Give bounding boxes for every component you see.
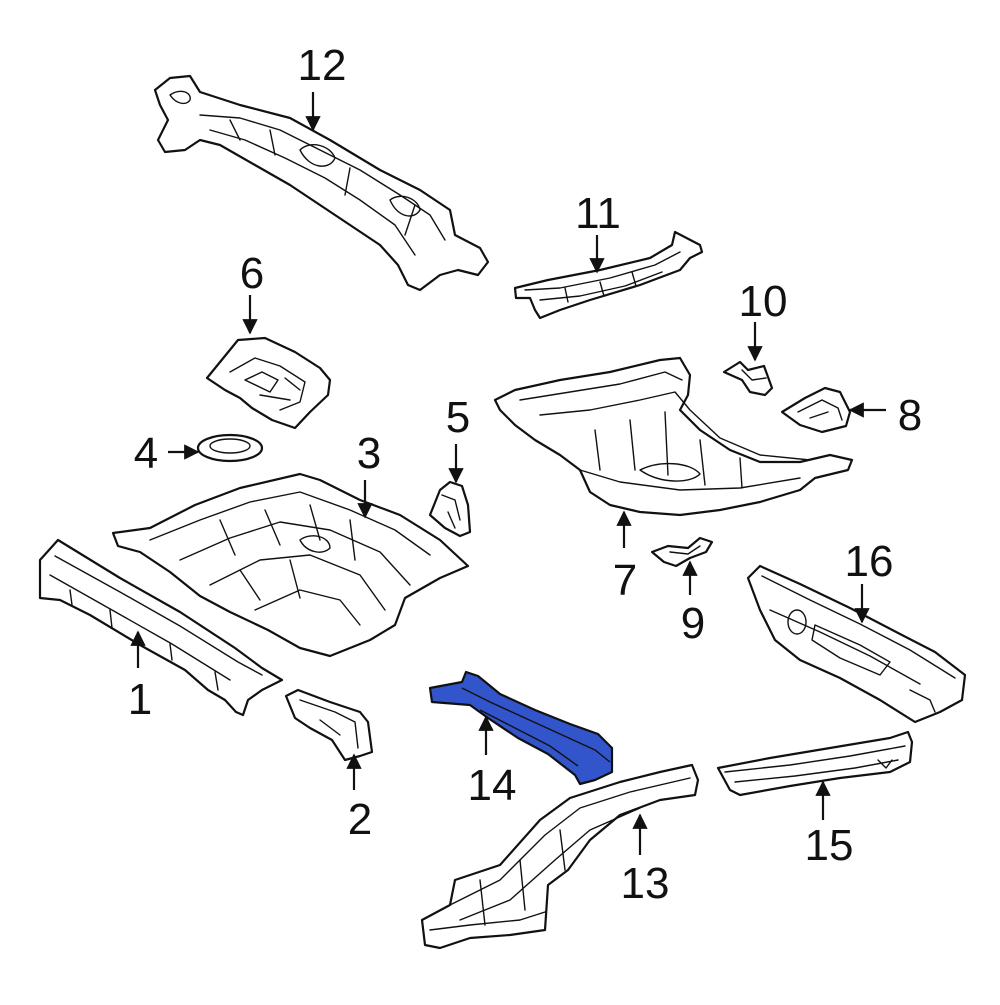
callout-14: 14: [468, 761, 517, 810]
part-3[interactable]: [111, 472, 470, 658]
callout-16: 16: [845, 537, 894, 586]
part-14[interactable]: [428, 670, 614, 786]
callout-3: 3: [357, 429, 381, 478]
callout-4: 4: [134, 429, 158, 478]
part-7[interactable]: [493, 356, 854, 517]
callout-15: 15: [805, 821, 854, 870]
part-4[interactable]: [196, 433, 264, 463]
callout-13: 13: [621, 859, 670, 908]
callout-11: 11: [575, 189, 621, 238]
leader-lines: [130, 92, 886, 855]
callout-1: 1: [128, 675, 152, 724]
part-2[interactable]: [284, 688, 374, 762]
part-15[interactable]: [716, 730, 914, 797]
part-12[interactable]: [153, 74, 490, 292]
callout-7: 7: [613, 556, 637, 605]
callout-6: 6: [240, 249, 264, 298]
callout-labels: 12 11 6 10 4 8 5 3 7 9 16 1 2 14 15 13: [128, 41, 922, 908]
callout-10: 10: [739, 277, 788, 326]
part-8[interactable]: [780, 386, 852, 434]
part-11[interactable]: [513, 230, 704, 320]
part-1[interactable]: [38, 538, 284, 717]
part-13[interactable]: [420, 763, 700, 950]
callout-2: 2: [348, 795, 372, 844]
part-5[interactable]: [428, 480, 472, 538]
callout-8: 8: [898, 391, 922, 440]
part-10[interactable]: [722, 360, 774, 397]
part-14-highlight: [428, 670, 614, 786]
part-6[interactable]: [205, 336, 332, 430]
callout-9: 9: [681, 599, 705, 648]
callout-5: 5: [446, 393, 470, 442]
part-16[interactable]: [746, 564, 967, 724]
callout-12: 12: [298, 41, 347, 90]
part-9[interactable]: [650, 536, 714, 568]
